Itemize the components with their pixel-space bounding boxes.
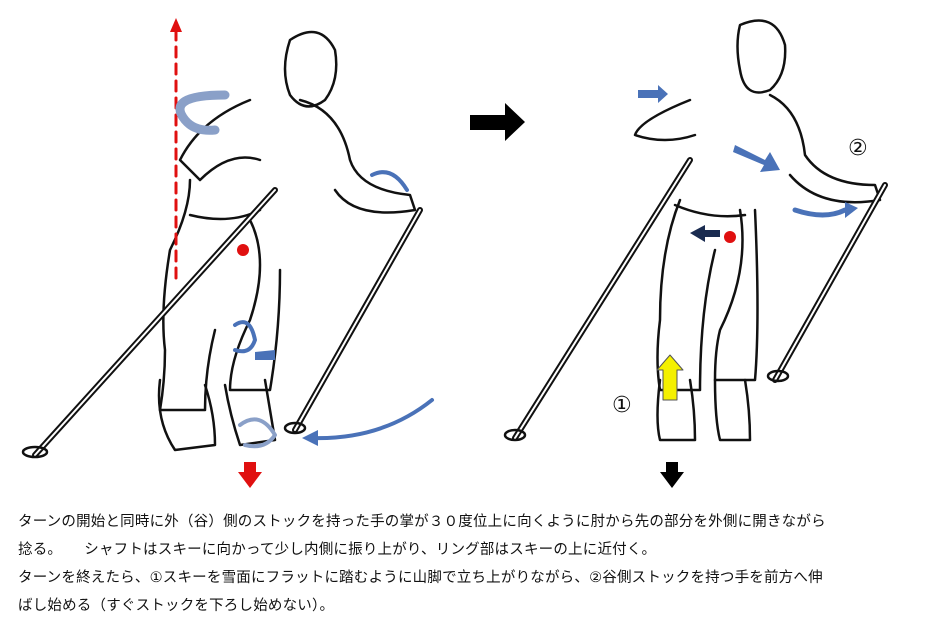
caption-line-2: 捻る。 シャフトはスキーに向かって少し内側に振り上がり、リング部はスキーの上に近… [18,542,657,558]
rotation-arrow-torso [175,90,230,135]
caption-line-3: ターンを終えたら、①スキーを雪面にフラットに踏むように山脚で立ち上がりながら、②… [18,570,823,586]
label-1: ① [612,393,632,418]
skier-right-figure [633,19,882,442]
black-down-arrow [660,462,684,488]
caption-text: ターンの開始と同時に外（谷）側のストックを持った手の掌が３０度位上に向くように肘… [18,508,923,620]
skier-left-figure [157,30,417,452]
center-of-gravity-dot [237,244,249,256]
transition-arrow [470,103,525,141]
chest-arrow [733,145,780,172]
pole-swing-arrow [310,398,434,441]
caption-line-1: ターンの開始と同時に外（谷）側のストックを持った手の掌が３０度位上に向くように肘… [18,514,826,530]
red-down-arrow [238,462,262,488]
caption-line-4: ばし始める（すぐストックを下ろし始めない）。 [18,598,335,614]
label-2: ② [848,136,868,161]
center-of-gravity-dot-right [724,231,736,243]
yellow-up-arrow [656,354,684,401]
knee-arrow [255,350,275,360]
skier-illustration: ① ② [21,18,888,488]
shoulder-arrow [638,85,668,103]
hand-forward-arrow [792,207,848,218]
hip-arrow [690,225,720,242]
